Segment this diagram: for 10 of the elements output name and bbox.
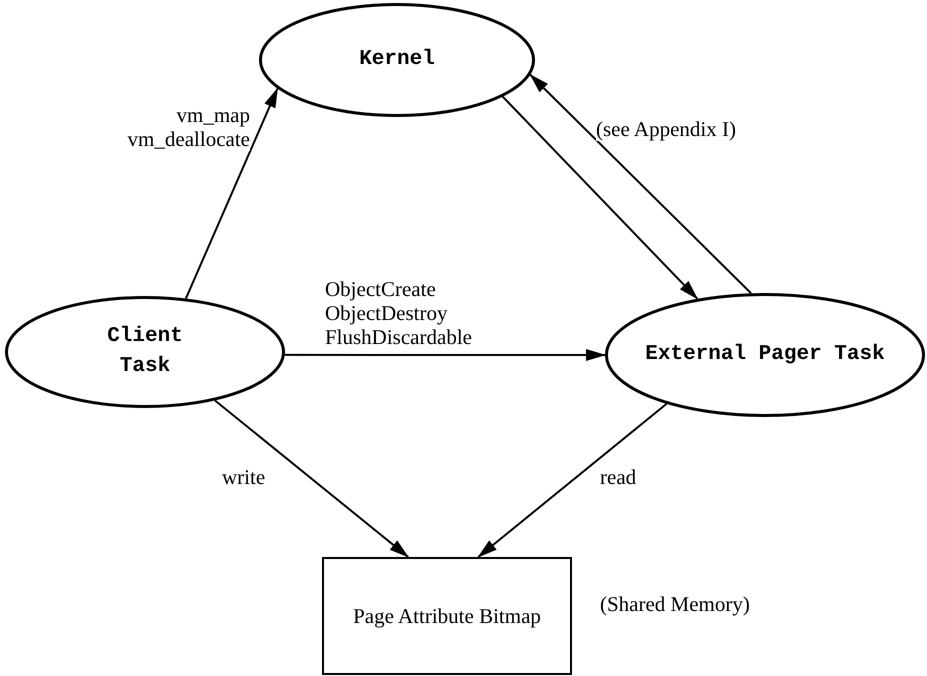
node-label: Client Task [106, 324, 184, 380]
arrow [477, 403, 668, 558]
node-label: External Pager Task [644, 342, 886, 368]
box-label: Page Attribute Bitmap [352, 602, 542, 630]
arrow [284, 349, 606, 361]
arrow [214, 400, 410, 558]
arrow [530, 74, 752, 294]
node-label: Kernel [358, 47, 436, 73]
arrow [502, 96, 698, 300]
arrow [185, 88, 278, 299]
